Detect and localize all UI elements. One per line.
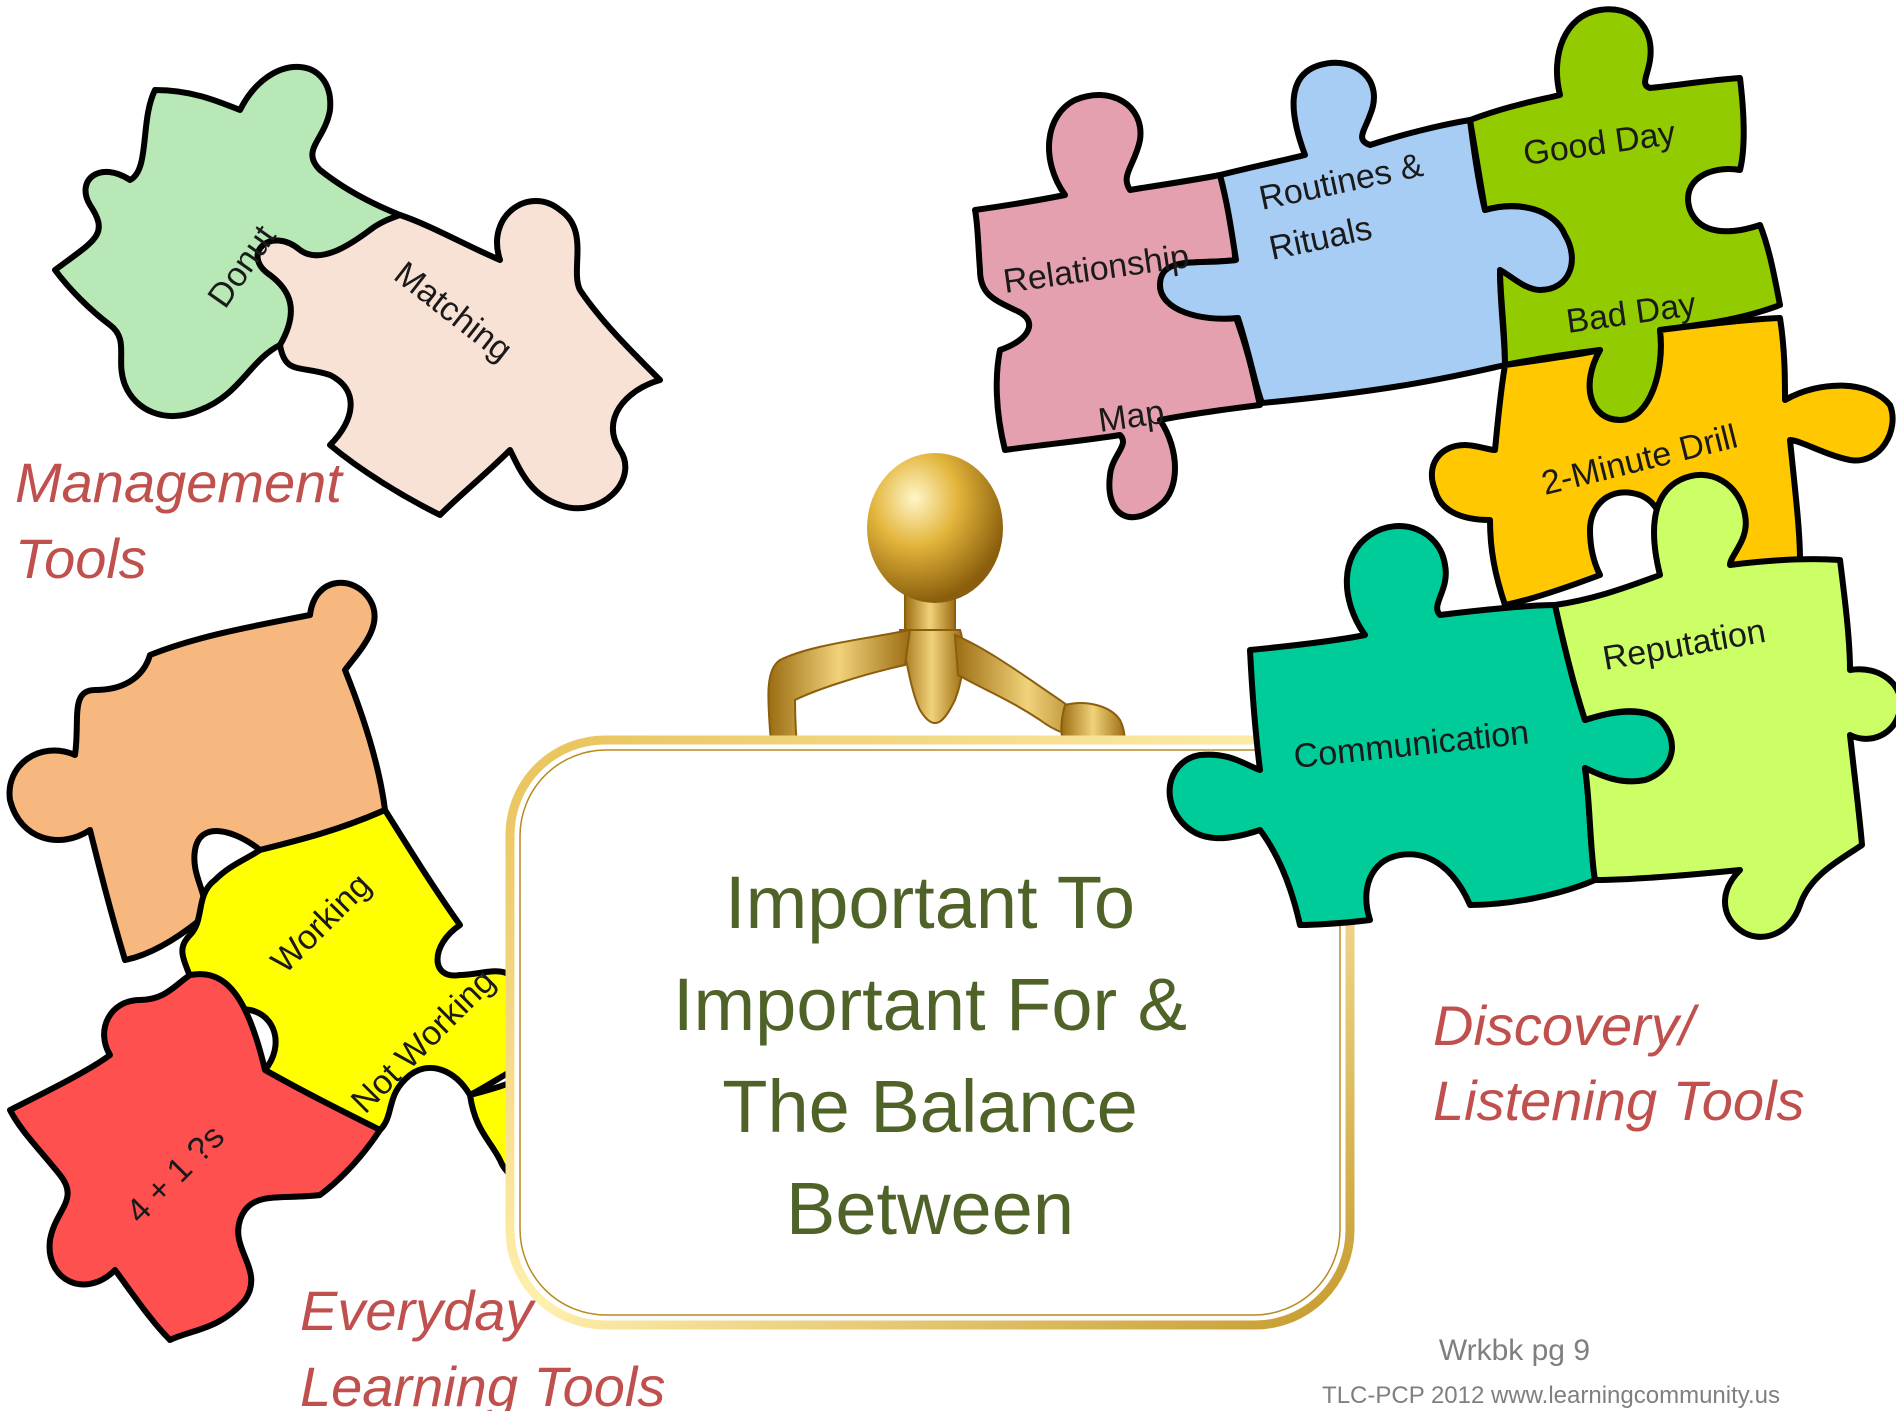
footer-credit: TLC-PCP 2012 www.learningcommunity.us [1322, 1382, 1780, 1409]
discovery-puzzle-group: Relationship Map Routines & Rituals Good… [972, 6, 1896, 940]
sign-board [505, 735, 1355, 1330]
sign-board-frame [505, 735, 1355, 1330]
reputation-piece [1552, 472, 1896, 940]
center-line-3: The Balance [722, 1065, 1138, 1148]
discovery-title-line1: Discovery/ [1433, 994, 1700, 1057]
orange-piece [6, 579, 388, 963]
management-title-line2: Tools [15, 527, 147, 590]
discovery-title-line2: Listening Tools [1433, 1069, 1805, 1132]
workbook-page: Wrkbk pg 9 [1439, 1334, 1590, 1367]
good-day-piece [1467, 6, 1783, 423]
figure-torso [898, 629, 965, 724]
four-plus-one-piece [7, 971, 383, 1343]
figure-head [867, 453, 1003, 603]
center-line-2: Important For & [673, 963, 1187, 1046]
map-label: Map [1096, 393, 1167, 440]
management-title-line1: Management [15, 451, 344, 514]
management-puzzle-group: Donut Matching [52, 63, 663, 518]
working-piece [179, 807, 553, 1133]
everyday-puzzle-group: Working Not Working 4 + 1 ?s [6, 579, 663, 1343]
center-line-4: Between [786, 1167, 1074, 1250]
center-line-1: Important To [725, 861, 1135, 944]
everyday-title-line1: Everyday [300, 1279, 536, 1342]
everyday-title-line2: Learning Tools [300, 1355, 665, 1411]
sign-board-inner [519, 749, 1341, 1316]
donut-piece [52, 63, 403, 419]
matching-piece [254, 197, 663, 518]
